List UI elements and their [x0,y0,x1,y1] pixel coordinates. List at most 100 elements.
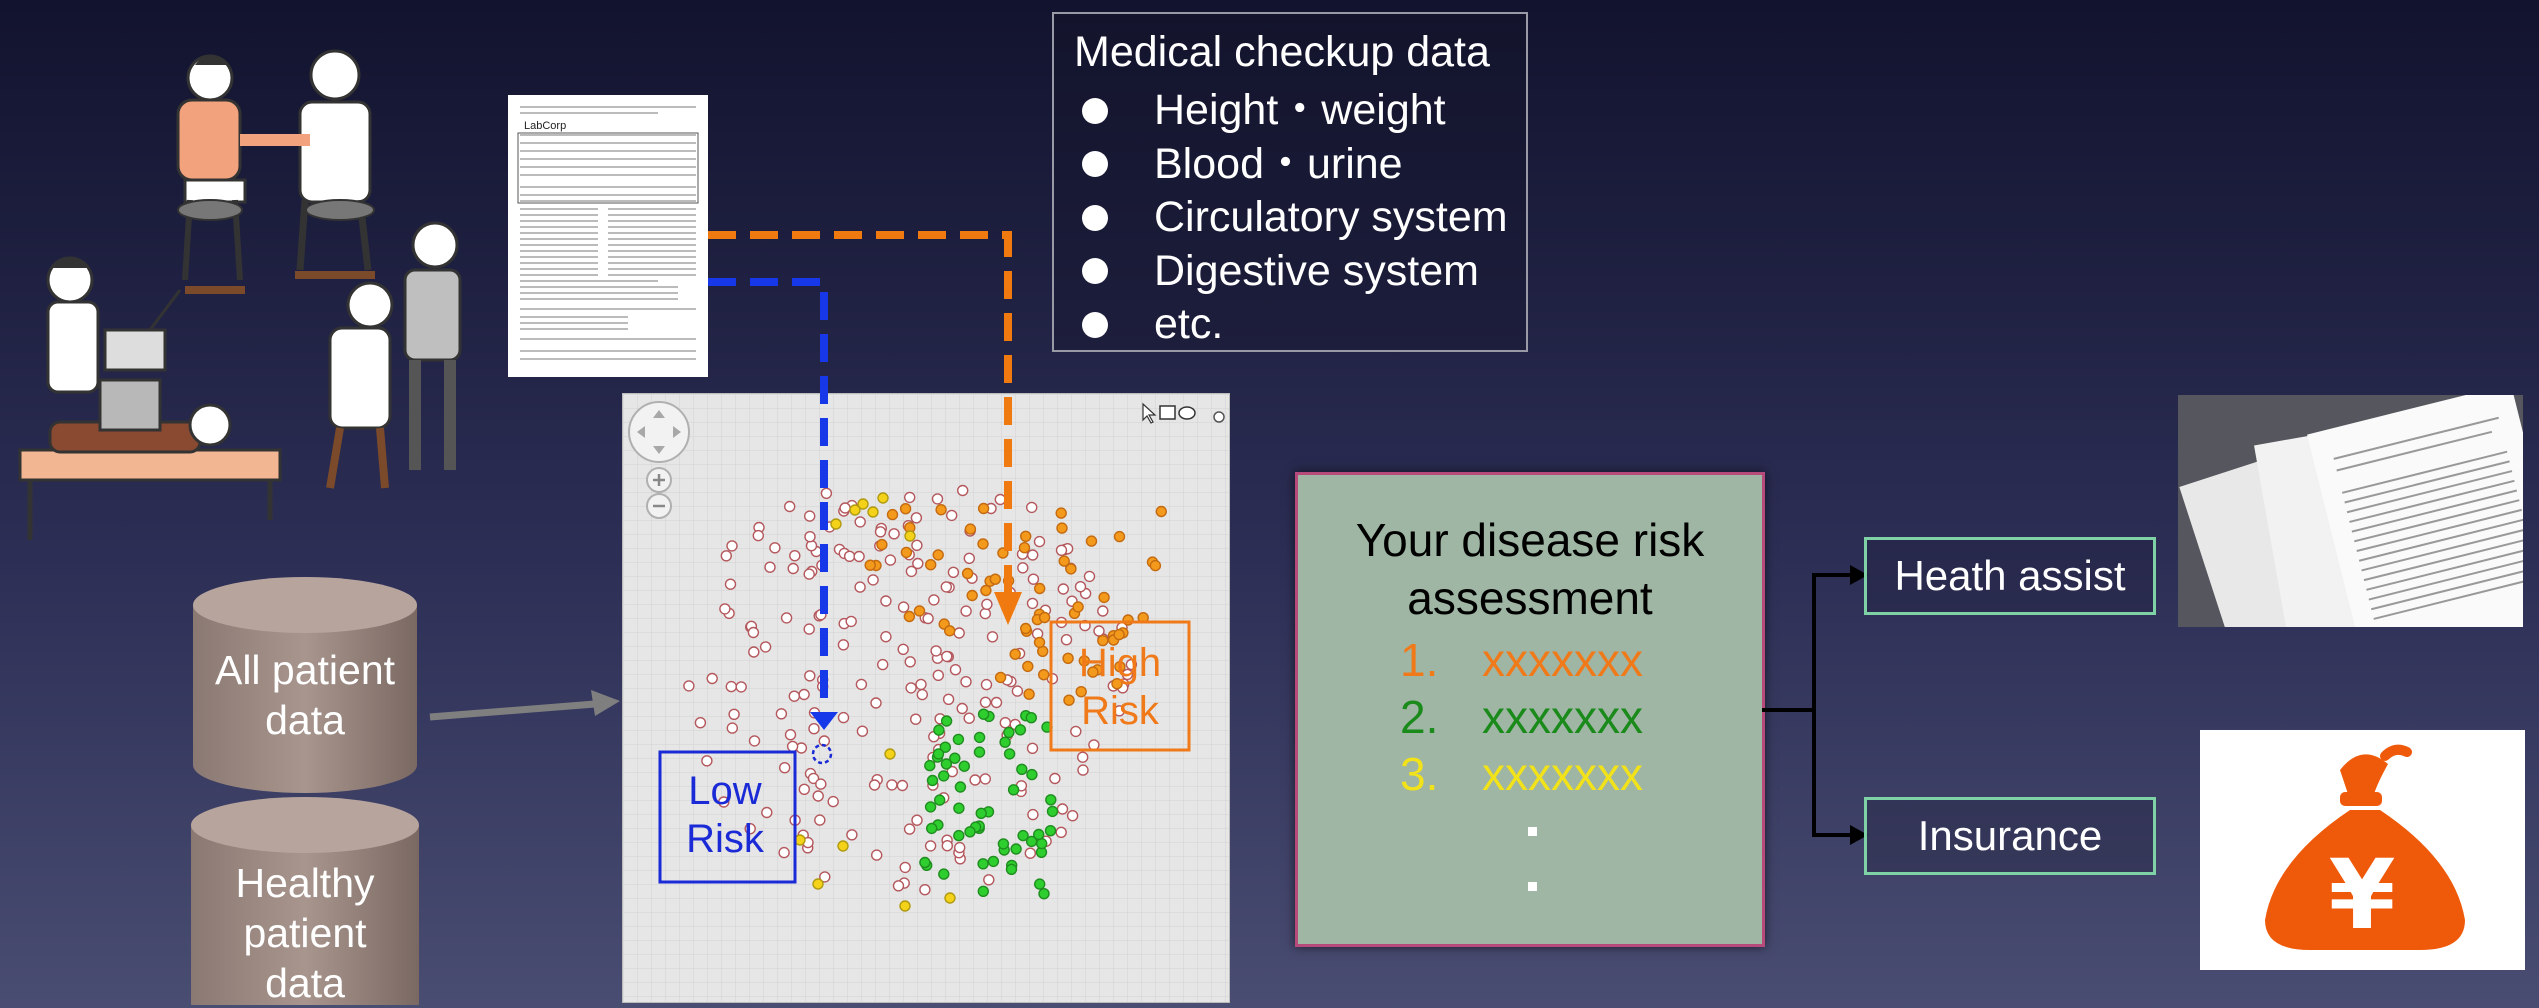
scatter-point [804,530,816,543]
scatter-point [940,758,953,770]
scatter-point [1063,694,1075,706]
scatter-point [884,554,897,566]
scatter-point [926,774,939,787]
scatter-point [905,565,918,578]
scatter-point [1049,772,1061,785]
zoom-out-button[interactable] [646,493,672,519]
scatter-point [837,711,850,724]
research-papers-image [2178,395,2523,627]
money-bag-image: ¥ [2200,730,2525,970]
scatter-point [1056,522,1068,534]
scatter-point [997,838,1010,850]
scatter-point [849,504,861,516]
scatter-point [999,736,1011,748]
scatter-points [683,484,1167,912]
scatter-point [977,538,989,550]
scatter-point [1044,825,1057,837]
orange-mapping-arrow [708,231,1012,600]
scatter-point [957,484,969,497]
checkup-item: Blood・urine [1074,138,1508,192]
scatter-point [1026,501,1038,514]
scatter-point [999,717,1011,729]
assessment-title: Your disease risk assessment [1355,514,1705,624]
scatter-point [880,630,892,643]
scatter-point [932,748,945,760]
scatter-point [1077,751,1089,763]
checkup-item: etc. [1074,298,1508,352]
scatter-point [911,539,923,552]
checkup-item-label: Digestive system [1154,246,1479,295]
scatter-point [900,546,913,559]
scatter-point [744,823,756,835]
yen-money-bag-icon: ¥ [2265,744,2465,951]
rectangle-select-icon[interactable] [1159,405,1176,420]
ellipse-select-icon[interactable] [1178,406,1196,420]
scatter-point [880,595,892,607]
scatter-point [856,725,869,737]
scatter-point [877,492,889,504]
scatter-point [1009,648,1021,660]
scatter-point [994,671,1007,684]
scatter-point [854,581,866,593]
zoom-in-button[interactable] [646,467,672,493]
scatter-point [1024,847,1036,859]
scatter-point [1018,541,1031,554]
scatter-point [706,672,718,685]
scatter-point [973,731,986,744]
scatter-point [947,566,960,579]
scatter-point [1022,660,1034,673]
rank-number: 1. [1400,634,1439,686]
scatter-point [966,589,978,602]
scatter-point [803,623,815,635]
info-icon[interactable] [1213,411,1225,423]
scatter-point [1056,803,1069,815]
scatter-point [1085,535,1098,547]
scatter-point [973,746,986,758]
scatter-point [789,549,801,562]
scatter-point [784,729,797,741]
all-patient-data-label: All patient data [214,647,396,743]
scatter-point [912,557,924,570]
scatter-point [1005,863,1018,875]
scatter-point [949,752,961,764]
pointer-tool-icon[interactable] [1142,402,1157,424]
risk-rank-row: 3.xxxxxxx [1400,747,1643,801]
scatter-point [788,690,801,702]
scatter-point [1026,597,1039,610]
scatter-point [853,550,865,563]
scatter-point [922,612,934,625]
scatter-point [941,840,953,852]
ellipsis-dot [1528,882,1537,891]
bullet-icon [1082,151,1108,178]
scatter-point [870,697,882,709]
scatter-point [1017,562,1029,574]
lab-report-document: LabCorp [508,95,708,377]
checkup-list: Height・weight Blood・urine Circulatory sy… [1074,84,1508,352]
scatter-point [726,722,739,734]
scatter-point [870,849,883,861]
scatter-point [718,796,730,808]
bullet-icon [1082,204,1108,231]
scatter-point [783,500,796,513]
scatter-point [990,696,1003,709]
scatter-point [930,645,942,657]
scatter-point [913,605,926,617]
scatter-point [1033,535,1046,548]
health-assist-box: Heath assist [1864,537,2156,615]
scatter-point [1077,764,1089,776]
scatter-point [1111,678,1123,690]
scatter-point [1055,826,1067,838]
scatter-point [1155,505,1167,518]
scatter-point [752,529,765,542]
scatter-point [720,550,733,562]
blue-arrowhead-icon [810,712,838,730]
selection-tools[interactable] [1142,402,1225,424]
scatter-point [845,615,857,628]
pan-control[interactable] [628,401,690,463]
scatter-point [1025,712,1037,724]
risk-rank-row: 1.xxxxxxx [1400,633,1643,687]
scatter-point [924,840,937,852]
scatter-point [1097,634,1109,647]
